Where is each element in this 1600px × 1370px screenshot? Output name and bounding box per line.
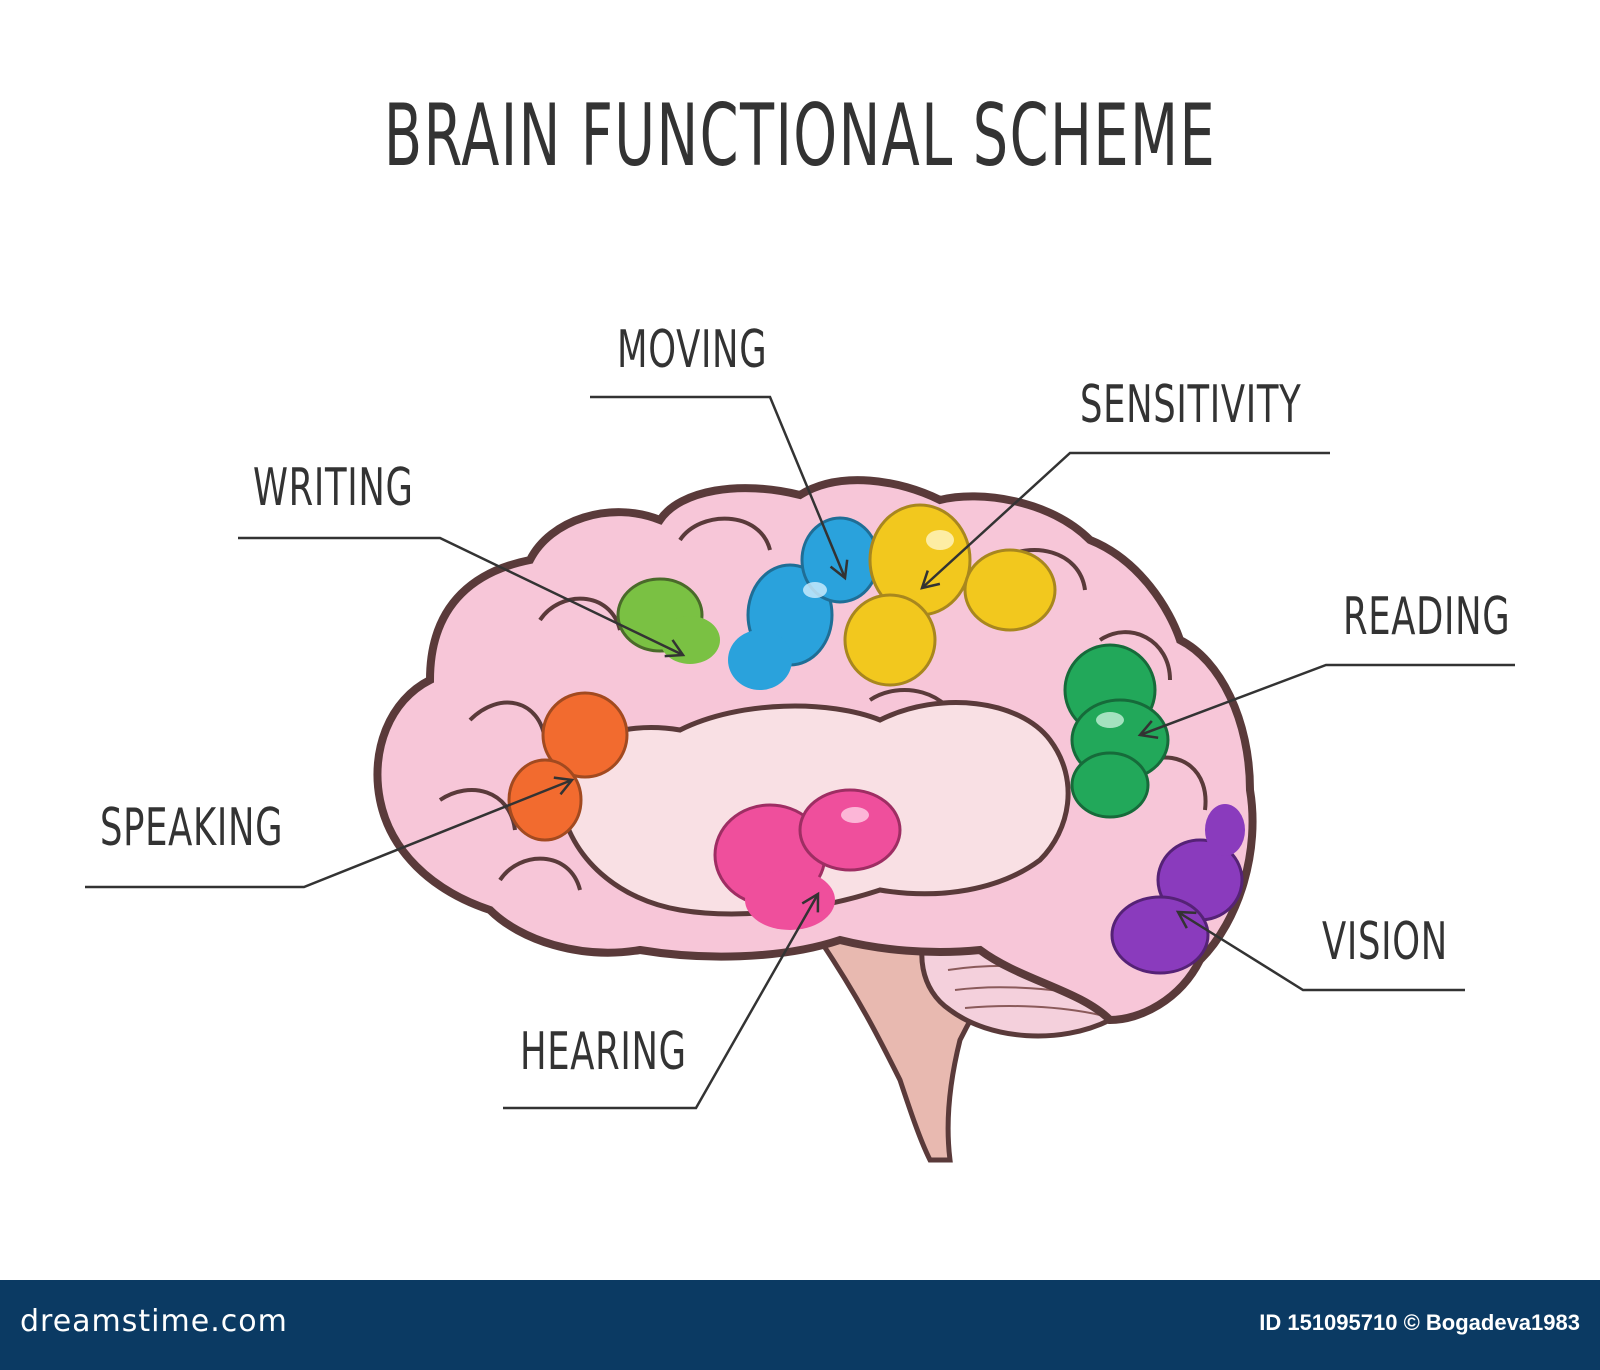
page-title: BRAIN FUNCTIONAL SCHEME (383, 86, 1217, 186)
leader-reading (1137, 663, 1515, 740)
leader-vision (1175, 910, 1465, 992)
footer-id: ID 151095710 © Bogadeva1983 (1259, 1310, 1580, 1335)
leader-moving (590, 395, 849, 581)
label-moving: MOVING (617, 320, 768, 380)
region-sensitivity (843, 503, 1057, 687)
label-writing: WRITING (253, 458, 414, 518)
region-hearing (713, 788, 902, 930)
footer-site: dreamstime.com (20, 1304, 288, 1339)
leader-sensitivity (920, 451, 1330, 590)
brain-diagram (85, 395, 1515, 1163)
label-sensitivity: SENSITIVITY (1080, 375, 1302, 435)
label-vision: VISION (1322, 912, 1448, 972)
region-reading (1063, 643, 1170, 819)
leader-hearing (503, 891, 820, 1110)
leader-speaking (85, 776, 575, 889)
region-vision (1110, 804, 1245, 975)
footer-bar: dreamstime.com ID 151095710 © Bogadeva19… (0, 1280, 1600, 1370)
label-speaking: SPEAKING (100, 798, 284, 858)
leader-writing (238, 536, 686, 658)
leader-lines (85, 395, 1515, 1110)
label-hearing: HEARING (520, 1022, 687, 1082)
label-reading: READING (1343, 587, 1511, 647)
